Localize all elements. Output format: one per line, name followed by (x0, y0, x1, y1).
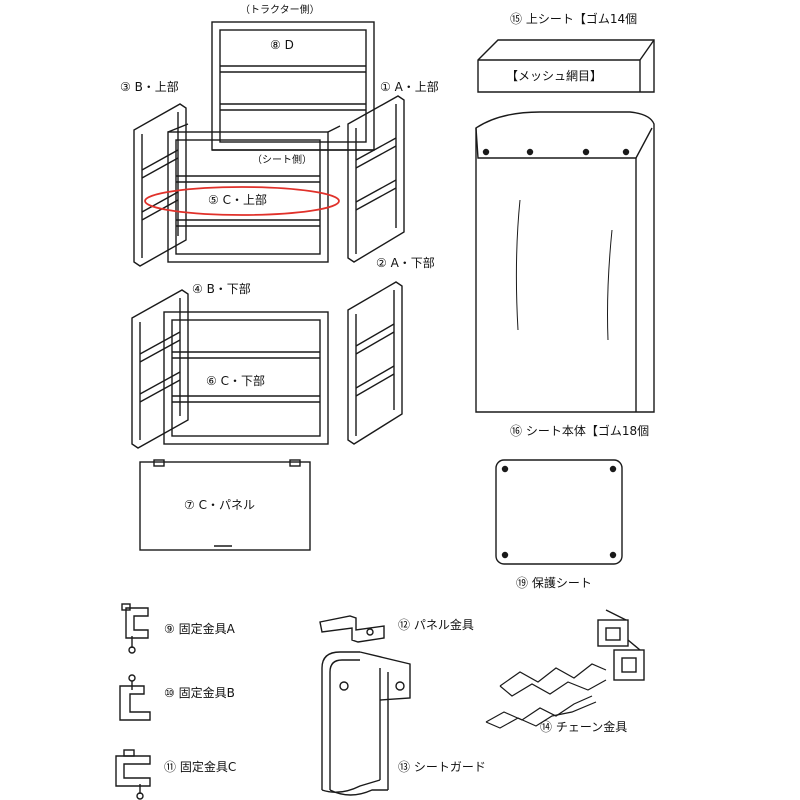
part-19-label: ⑲ 保護シート (516, 576, 592, 590)
bracket-b-shape (119, 674, 151, 721)
mesh-note-label: 【メッシュ網目】 (506, 69, 603, 83)
highlight-ellipse (144, 186, 340, 216)
protective-sheet-shape (495, 459, 623, 565)
part-3-label: ③ B・上部 (120, 80, 179, 94)
part-2-label: ② A・下部 (376, 256, 435, 270)
part-c-upper-frame (167, 123, 341, 263)
part-b-lower-frame (131, 289, 189, 449)
part-11-label: ⑪ 固定金具C (164, 760, 237, 774)
part-1-label: ① A・上部 (380, 80, 439, 94)
top-sheet-shape (477, 39, 655, 93)
part-12-label: ⑫ パネル金具 (398, 618, 474, 632)
part-8-label: ⑧ D (270, 38, 294, 52)
sheet-guard-shape (321, 651, 411, 796)
part-14-label: ⑭ チェーン金具 (540, 720, 628, 734)
part-13-label: ⑬ シートガード (398, 760, 486, 774)
part-16-label: ⑯ シート本体【ゴム18個 (510, 424, 650, 438)
bracket-c-shape (115, 749, 151, 800)
part-6-label: ⑥ C・下部 (206, 374, 265, 388)
part-5-label: ⑤ C・上部 (208, 193, 267, 207)
seat-side-label: （シート側） (252, 155, 312, 166)
part-a-lower-frame (347, 281, 403, 445)
part-d-frame (211, 21, 375, 151)
tractor-side-label: （トラクター側） (240, 5, 320, 16)
chain-bracket-shape (485, 609, 645, 729)
part-4-label: ④ B・下部 (192, 282, 251, 296)
part-15-label: ⑮ 上シート【ゴム14個 (510, 12, 638, 26)
bracket-a-shape (121, 603, 149, 654)
part-c-panel (139, 459, 311, 551)
part-7-label: ⑦ C・パネル (184, 498, 255, 512)
part-a-upper-frame (347, 95, 405, 263)
part-c-lower-frame (163, 311, 329, 445)
part-10-label: ⑩ 固定金具B (164, 686, 235, 700)
part-9-label: ⑨ 固定金具A (164, 622, 235, 636)
sheet-body-shape (475, 111, 655, 413)
panel-bracket-shape (319, 615, 385, 643)
